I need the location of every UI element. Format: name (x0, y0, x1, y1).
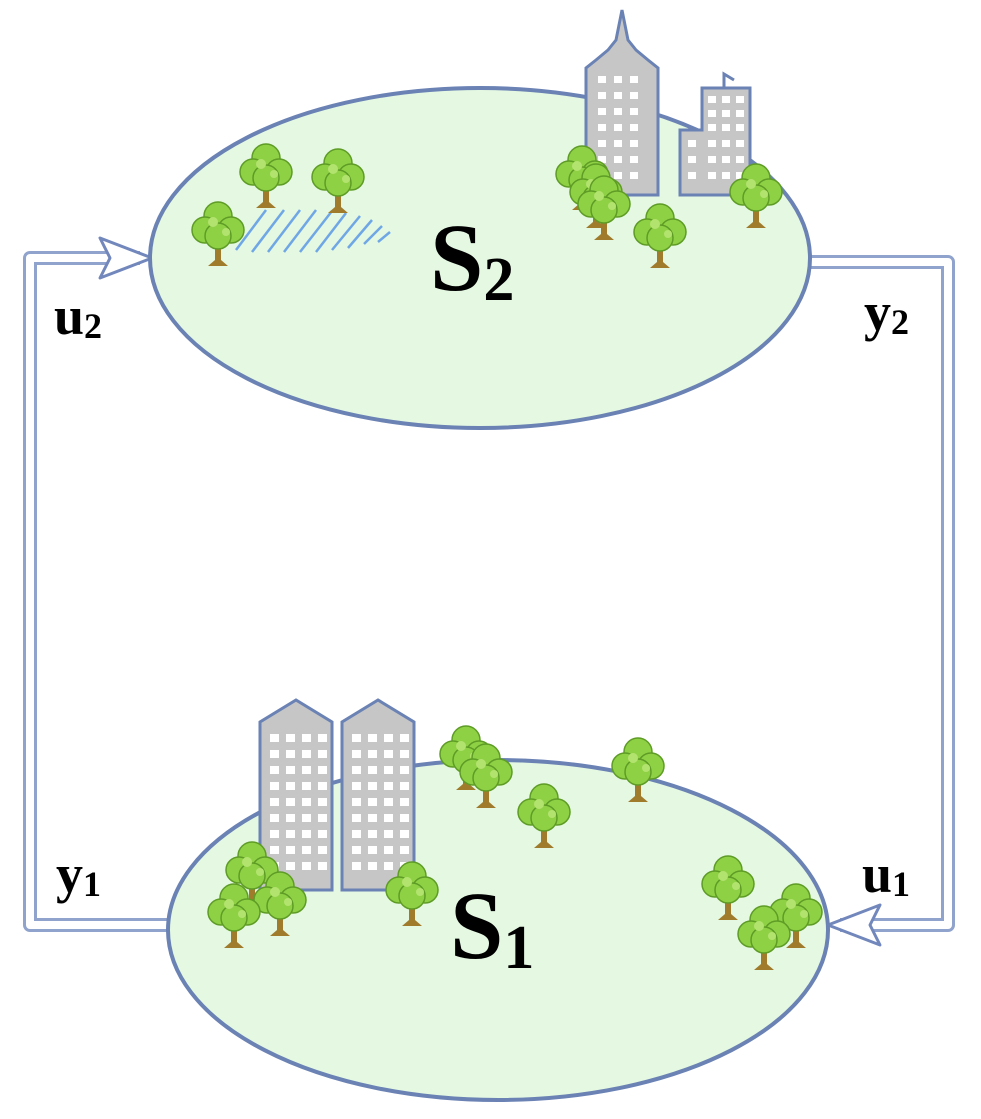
flag-icon (722, 71, 735, 88)
arrowhead-u1 (826, 903, 882, 947)
building-icon (258, 698, 334, 892)
signal-label-u2: u2 (54, 286, 102, 346)
feedback-loop (23, 236, 955, 947)
building-icon (584, 9, 660, 197)
building-icon (678, 86, 752, 197)
pond-hatch (235, 209, 391, 253)
system-label-s1: S1 (450, 872, 534, 982)
signal-label-u1: u1 (862, 844, 910, 904)
building-icon (340, 698, 416, 892)
signal-label-y1: y1 (56, 844, 101, 904)
system-s1: S1 (166, 698, 830, 1102)
system-label-s2: S2 (430, 204, 514, 314)
pipe-y2-to-u1 (810, 255, 955, 932)
pipe-y1-to-u2 (23, 251, 172, 932)
arrowhead-u2 (98, 236, 154, 280)
signal-label-y2: y2 (864, 282, 909, 342)
system-s2: S2 (148, 9, 812, 430)
